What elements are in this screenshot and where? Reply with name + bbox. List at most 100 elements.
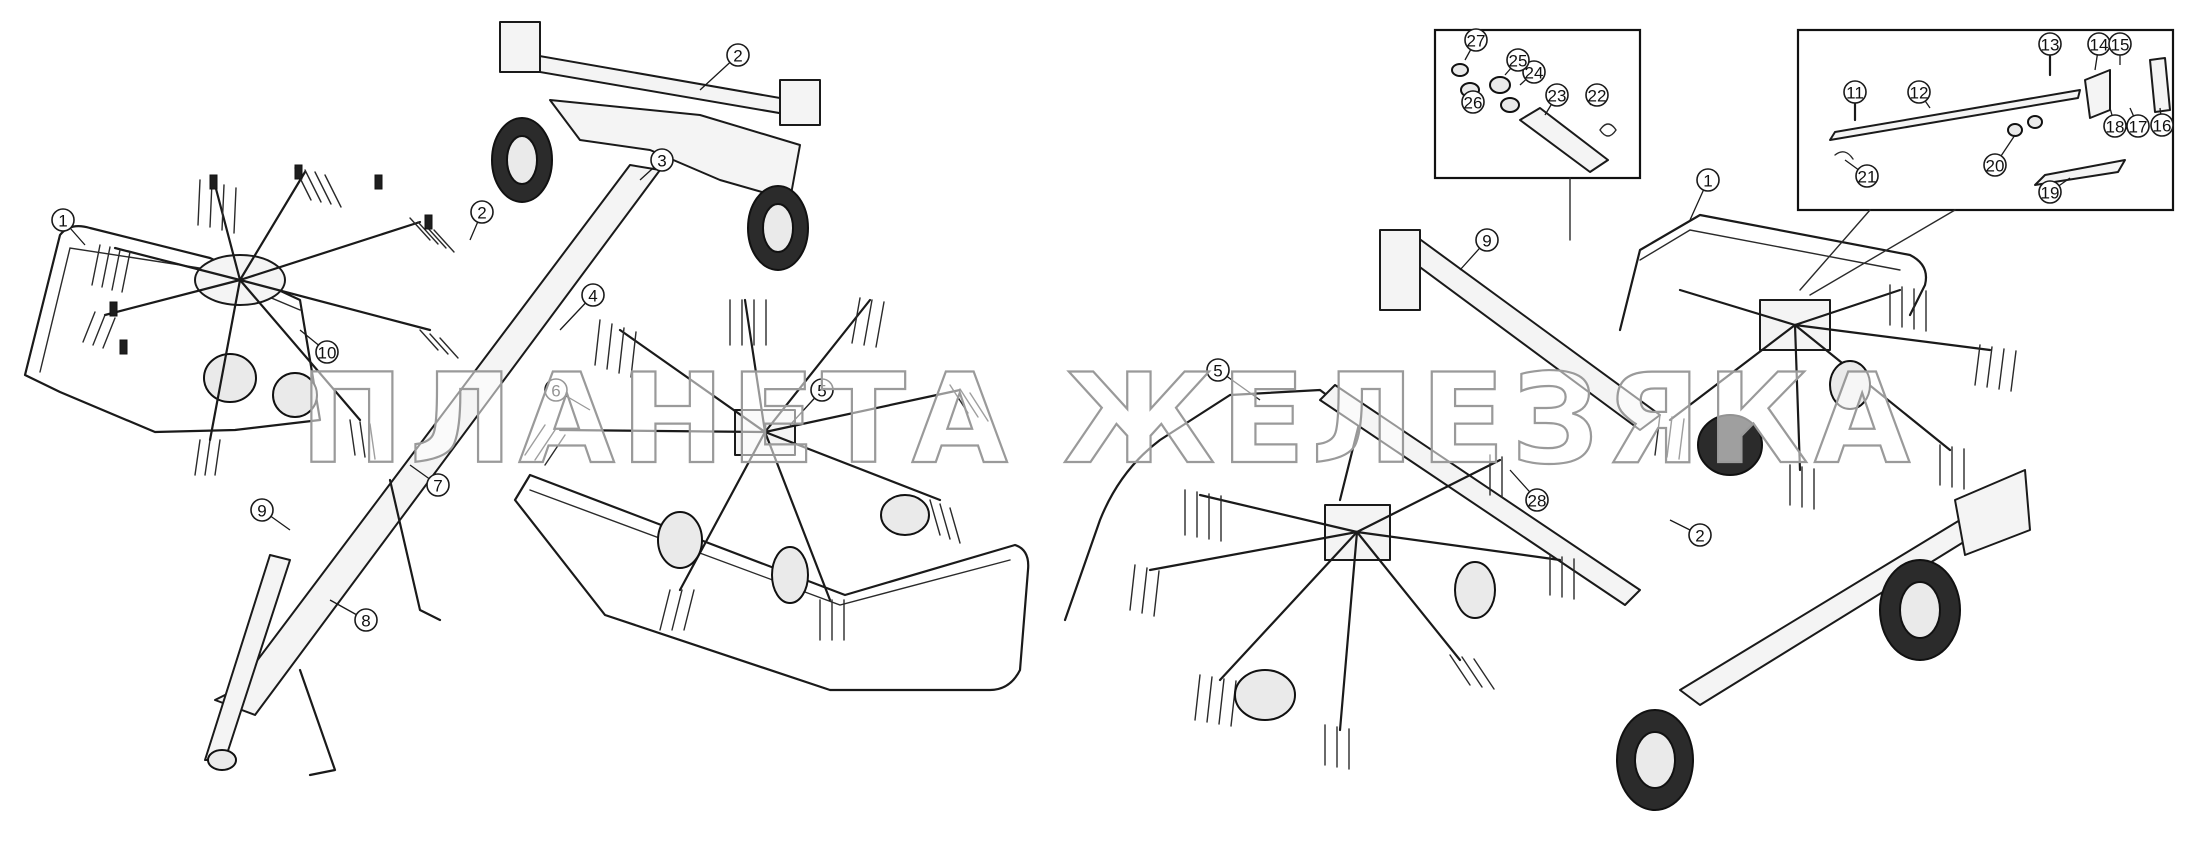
inset-left-box <box>1433 28 1642 241</box>
callout-label: 14 <box>2090 36 2109 55</box>
inset-left-pin <box>1519 107 1609 173</box>
callout-label: 5 <box>1213 362 1222 381</box>
callout-label: 19 <box>2041 184 2060 203</box>
right-rotor-wheel-b <box>771 546 809 604</box>
callout-right-view-28: 28 <box>1509 469 1549 512</box>
right-rotor-tines <box>524 297 989 641</box>
right-rotor-wheel-c <box>880 494 930 536</box>
callout-circle <box>1461 90 1485 114</box>
left-rotor-wheel-b <box>272 372 318 418</box>
callout-label: 5 <box>817 382 826 401</box>
inset-right-leader-a <box>1799 209 1871 291</box>
callout-label: 3 <box>657 152 666 171</box>
inset-left-washer-c <box>1500 97 1520 113</box>
callout-circle <box>1688 523 1712 547</box>
callout-left-view-2: 2 <box>699 43 750 91</box>
rv-front-wheel-b <box>1454 561 1496 619</box>
left-plate-b <box>779 79 821 126</box>
callout-circle <box>1464 28 1488 52</box>
callout-circle <box>1983 153 2007 177</box>
inset-right-bolt <box>2034 159 2126 186</box>
callout-circle <box>1907 80 1931 104</box>
callout-circle <box>1696 168 1720 192</box>
callout-inset-left-24: 24 <box>1519 60 1546 86</box>
callout-circle <box>2108 32 2132 56</box>
watermark: ПЛАНЕТА ЖЕЛЕЗЯКА <box>300 348 1916 492</box>
callout-circle <box>2038 32 2062 56</box>
rv-rear-tines <box>1654 284 2017 510</box>
callout-circle <box>1525 488 1549 512</box>
callout-label: 25 <box>1509 52 1528 71</box>
left-wheel-2-rim <box>762 203 794 253</box>
callout-inset-right-20: 20 <box>1983 134 2016 177</box>
callout-inset-left-25: 25 <box>1504 48 1530 76</box>
callout-inset-right-17: 17 <box>2126 107 2150 138</box>
callout-circle <box>1506 48 1530 72</box>
callout-circle <box>1206 358 1230 382</box>
rv-rear-plate <box>1954 469 2031 556</box>
callout-inset-right-21: 21 <box>1844 159 1879 188</box>
inset-left-clip <box>1599 123 1617 137</box>
callout-label: 2 <box>733 47 742 66</box>
rv-main-beam <box>1319 384 1641 606</box>
callout-circle <box>1585 83 1609 107</box>
left-plate-a <box>499 21 541 73</box>
callout-label: 1 <box>58 212 67 231</box>
callout-label: 7 <box>433 477 442 496</box>
callout-inset-right-18: 18 <box>2103 107 2127 138</box>
left-jack-stand <box>298 668 337 777</box>
rv-front-tines <box>1129 454 1575 770</box>
callout-label: 1 <box>1703 172 1712 191</box>
callout-inset-right-16: 16 <box>2150 107 2174 137</box>
rv-front-tine-arms <box>1148 458 1562 732</box>
left-rotor-tine-tips <box>109 164 433 355</box>
callout-circle <box>426 473 450 497</box>
callout-circle <box>2103 114 2127 138</box>
rv-rear-guard-inner <box>1639 229 1901 271</box>
inset-left-washer-b <box>1489 76 1511 94</box>
inset-right-nut-b <box>2027 115 2043 129</box>
inset-left-frame <box>1433 28 1642 180</box>
callout-label: 21 <box>1858 168 1877 187</box>
callout-left-view-4: 4 <box>559 283 605 331</box>
callout-label: 22 <box>1588 87 1607 106</box>
left-assembly-view <box>23 21 1030 777</box>
callout-circle <box>581 283 605 307</box>
rv-rear-tine-arms <box>1668 288 1992 472</box>
rv-rear-guard <box>1618 213 1928 332</box>
callout-circle <box>2038 180 2062 204</box>
left-transverse-boom <box>504 49 821 121</box>
callout-inset-left-26: 26 <box>1461 90 1485 114</box>
callout-left-view-5: 5 <box>789 378 834 426</box>
callout-left-view-8: 8 <box>329 599 378 632</box>
callout-right-view-2: 2 <box>1669 519 1712 547</box>
callout-label: 2 <box>1695 527 1704 546</box>
left-hitch-leg <box>388 478 442 622</box>
callout-label: 12 <box>1910 84 1929 103</box>
callout-circle <box>726 43 750 67</box>
callout-label: 28 <box>1528 492 1547 511</box>
rv-wheel-1-rim <box>1634 731 1676 789</box>
callout-inset-left-22: 22 <box>1585 83 1609 107</box>
callout-inset-right-12: 12 <box>1907 80 1931 109</box>
rv-front-wheel-a <box>1234 669 1296 721</box>
callout-label: 15 <box>2111 36 2130 55</box>
callout-label: 11 <box>1846 84 1864 103</box>
callout-circle <box>2126 114 2150 138</box>
callout-label: 26 <box>1464 94 1483 113</box>
callout-right-view-1: 1 <box>1689 168 1720 221</box>
rv-rear-wheel-a <box>1697 414 1763 476</box>
callout-circle <box>1522 60 1546 84</box>
callout-left-view-7: 7 <box>409 464 450 497</box>
callout-circle <box>51 208 75 232</box>
callout-label: 24 <box>1525 64 1544 83</box>
rv-wheel-2-rim <box>1899 581 1941 639</box>
left-hitch-eye <box>207 749 237 771</box>
callout-label: 10 <box>318 344 337 363</box>
callout-left-view-3: 3 <box>639 148 674 181</box>
callout-label: 2 <box>477 204 486 223</box>
callout-circle <box>650 148 674 172</box>
left-axle-frame <box>549 99 801 201</box>
